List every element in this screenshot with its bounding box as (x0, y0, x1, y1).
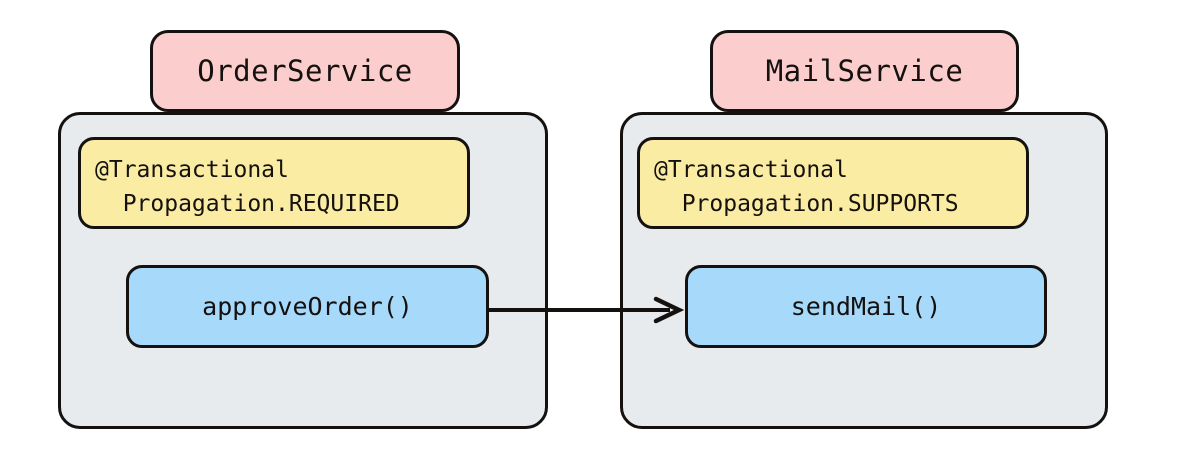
method-box-send-mail[interactable]: sendMail() (685, 265, 1047, 348)
annotation-line-2: Propagation.REQUIRED (95, 191, 400, 217)
annotation-box-order-service: @Transactional Propagation.REQUIRED (78, 137, 470, 229)
method-box-approve-order[interactable]: approveOrder() (126, 265, 489, 348)
service-title-order-service: OrderService (150, 30, 460, 112)
annotation-box-mail-service: @Transactional Propagation.SUPPORTS (637, 137, 1029, 229)
annotation-line-1: @Transactional (95, 157, 289, 183)
service-title-mail-service: MailService (710, 30, 1019, 112)
annotation-line-1: @Transactional (654, 157, 848, 183)
annotation-line-2: Propagation.SUPPORTS (654, 191, 959, 217)
